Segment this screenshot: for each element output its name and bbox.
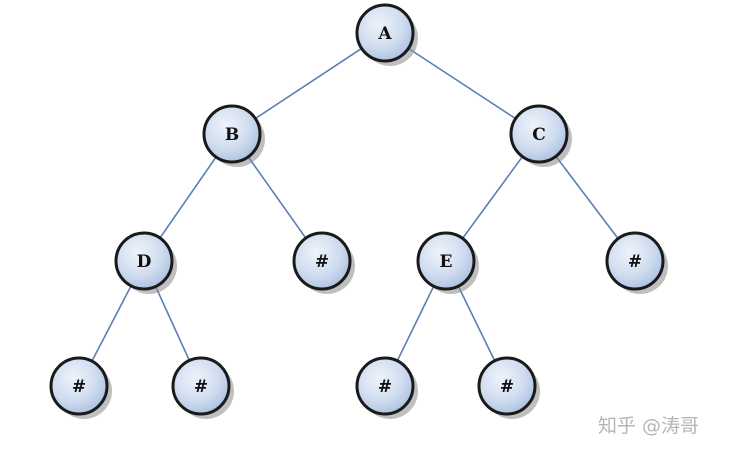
tree-node-b-null: # bbox=[292, 231, 355, 294]
node-circle bbox=[202, 104, 262, 164]
tree-node-e: E bbox=[416, 231, 479, 294]
node-circle bbox=[355, 3, 415, 63]
node-circle bbox=[416, 231, 476, 291]
tree-node-d-null-right: # bbox=[171, 356, 234, 419]
tree-node-a: A bbox=[355, 3, 418, 66]
node-circle bbox=[605, 231, 665, 291]
node-label: B bbox=[225, 125, 239, 145]
tree-node-c: C bbox=[509, 104, 572, 167]
node-label: # bbox=[315, 252, 329, 272]
node-label: # bbox=[500, 377, 514, 397]
node-circle bbox=[292, 231, 352, 291]
node-label: D bbox=[137, 252, 152, 272]
tree-edges bbox=[78, 32, 636, 387]
node-label: # bbox=[378, 377, 392, 397]
tree-node-d-null-left: # bbox=[49, 356, 112, 419]
tree-node-d: D bbox=[114, 231, 177, 294]
node-circle bbox=[171, 356, 231, 416]
node-circle bbox=[509, 104, 569, 164]
node-label: A bbox=[377, 24, 392, 44]
node-label: # bbox=[628, 252, 642, 272]
node-circle bbox=[355, 356, 415, 416]
tree-nodes: A B C D # E # # # # # bbox=[49, 3, 668, 419]
node-label: # bbox=[194, 377, 208, 397]
node-circle bbox=[49, 356, 109, 416]
tree-node-b: B bbox=[202, 104, 265, 167]
tree-node-e-null-left: # bbox=[355, 356, 418, 419]
node-circle bbox=[114, 231, 174, 291]
node-label: E bbox=[440, 252, 453, 272]
tree-node-c-null: # bbox=[605, 231, 668, 294]
node-circle bbox=[477, 356, 537, 416]
watermark-text: 知乎 @涛哥 bbox=[598, 415, 700, 437]
tree-node-e-null-right: # bbox=[477, 356, 540, 419]
node-label: # bbox=[72, 377, 86, 397]
edge-a-b bbox=[231, 32, 386, 135]
node-label: C bbox=[532, 125, 546, 145]
